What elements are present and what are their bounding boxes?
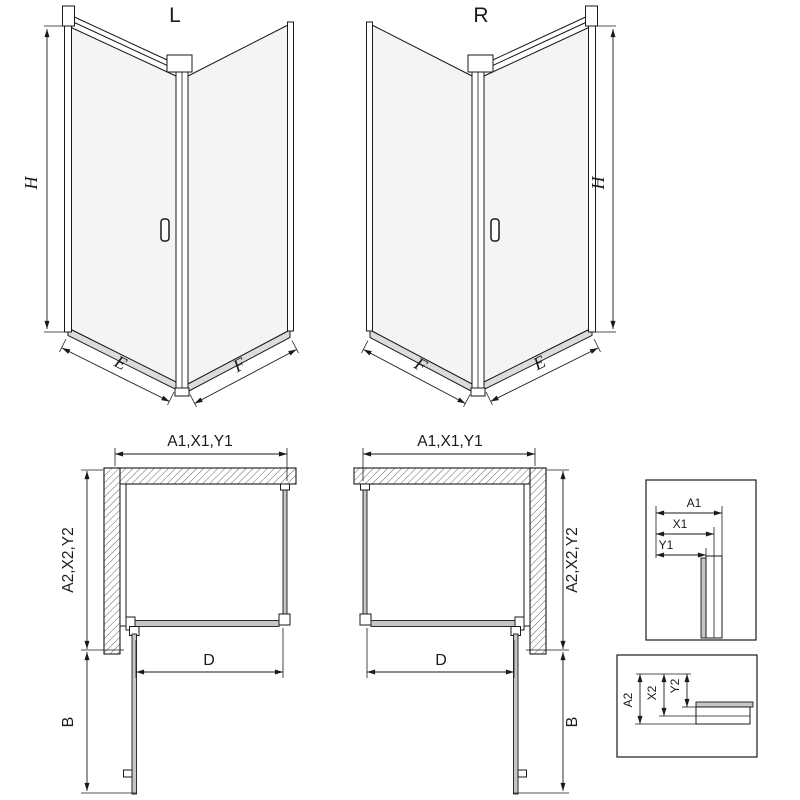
wall-profile-right bbox=[287, 21, 294, 332]
glass-top-connector bbox=[360, 483, 370, 491]
wall-top bbox=[103, 467, 297, 485]
dim-label-entry-width: D bbox=[203, 652, 215, 669]
variant-label-right: R bbox=[473, 4, 488, 27]
dim-label-door-swing: B bbox=[564, 717, 581, 728]
door-handle-plan bbox=[517, 769, 527, 778]
iso-view-right: R H F E bbox=[361, 4, 616, 408]
door-closed-plan bbox=[125, 620, 280, 627]
glass-top-connector bbox=[280, 483, 290, 491]
wall-profile-left bbox=[64, 23, 72, 333]
corner-foot bbox=[174, 387, 190, 397]
side-glass-plan bbox=[362, 483, 368, 619]
dim-height: H bbox=[21, 25, 64, 333]
floor-profile-detail bbox=[695, 706, 751, 725]
dim-overall-width: A1,X1,Y1 bbox=[114, 433, 288, 481]
dim-label-overall-width: A1,X1,Y1 bbox=[417, 433, 483, 450]
plan-view-right: A1,X1,Y1 A2,X2,Y2 B D bbox=[353, 433, 581, 795]
dim-label-height: H bbox=[588, 176, 608, 191]
glass-edge-detail bbox=[700, 557, 707, 639]
door-handle bbox=[490, 218, 500, 242]
door-glass-panel bbox=[67, 25, 177, 383]
door-open-plan bbox=[131, 633, 137, 795]
side-glass-plan bbox=[282, 483, 288, 619]
wall-profile-left bbox=[366, 21, 373, 332]
dim-entry-width: D bbox=[366, 628, 515, 678]
door-handle bbox=[160, 218, 170, 242]
detail-box-wall-profile-top: A1 X1 Y1 bbox=[645, 479, 757, 641]
dim-label-x2: X2 bbox=[645, 685, 659, 700]
side-glass-panel bbox=[369, 23, 473, 385]
closing-profile bbox=[278, 613, 291, 626]
support-bar-corner-clamp bbox=[467, 54, 494, 73]
wall-top bbox=[353, 467, 547, 485]
dim-label-y1: Y1 bbox=[659, 538, 674, 552]
corner-foot bbox=[470, 387, 486, 397]
support-bar-wall-bracket bbox=[585, 5, 598, 27]
dim-label-height: H bbox=[21, 176, 41, 191]
plan-view-left: A1,X1,Y1 A2,X2,Y2 B D bbox=[60, 433, 297, 795]
side-glass-panel bbox=[187, 23, 291, 385]
door-glass-panel bbox=[483, 25, 593, 383]
dim-door-swing: B bbox=[513, 652, 581, 794]
glass-edge-detail bbox=[695, 701, 754, 708]
door-closed-plan bbox=[370, 620, 525, 627]
dim-label-entry-width: D bbox=[435, 652, 447, 669]
dim-label-y2: Y2 bbox=[668, 678, 682, 693]
iso-view-left: L H E F bbox=[21, 4, 299, 408]
dim-door-swing: B bbox=[60, 652, 137, 794]
dim-overall-depth: A2,X2,Y2 bbox=[60, 469, 124, 651]
variant-label-left: L bbox=[169, 4, 181, 27]
dim-entry-width: D bbox=[135, 628, 284, 678]
wall-mount-profile bbox=[523, 483, 531, 627]
dim-label-overall-depth: A2,X2,Y2 bbox=[564, 527, 581, 593]
dim-label-x1: X1 bbox=[673, 517, 688, 531]
dim-label-door-swing: B bbox=[60, 717, 77, 728]
wall-side bbox=[103, 467, 121, 655]
door-open-plan bbox=[513, 633, 519, 795]
wall-mount-profile bbox=[119, 483, 127, 627]
support-bar-corner-clamp bbox=[166, 54, 193, 73]
dim-height: H bbox=[588, 25, 616, 333]
dim-label-overall-depth: A2,X2,Y2 bbox=[60, 527, 77, 593]
dim-label-a2: A2 bbox=[621, 692, 635, 707]
detail-box-wall-profile-bottom: A2 X2 Y2 bbox=[616, 654, 758, 758]
dim-overall-depth: A2,X2,Y2 bbox=[526, 469, 581, 651]
door-handle-plan bbox=[123, 769, 133, 778]
dim-label-overall-width: A1,X1,Y1 bbox=[167, 433, 233, 450]
support-bar-wall-bracket bbox=[62, 5, 75, 27]
closing-profile bbox=[359, 613, 372, 626]
dim-label-a1: A1 bbox=[687, 496, 702, 510]
dim-overall-width: A1,X1,Y1 bbox=[362, 433, 536, 481]
wall-side bbox=[529, 467, 547, 655]
